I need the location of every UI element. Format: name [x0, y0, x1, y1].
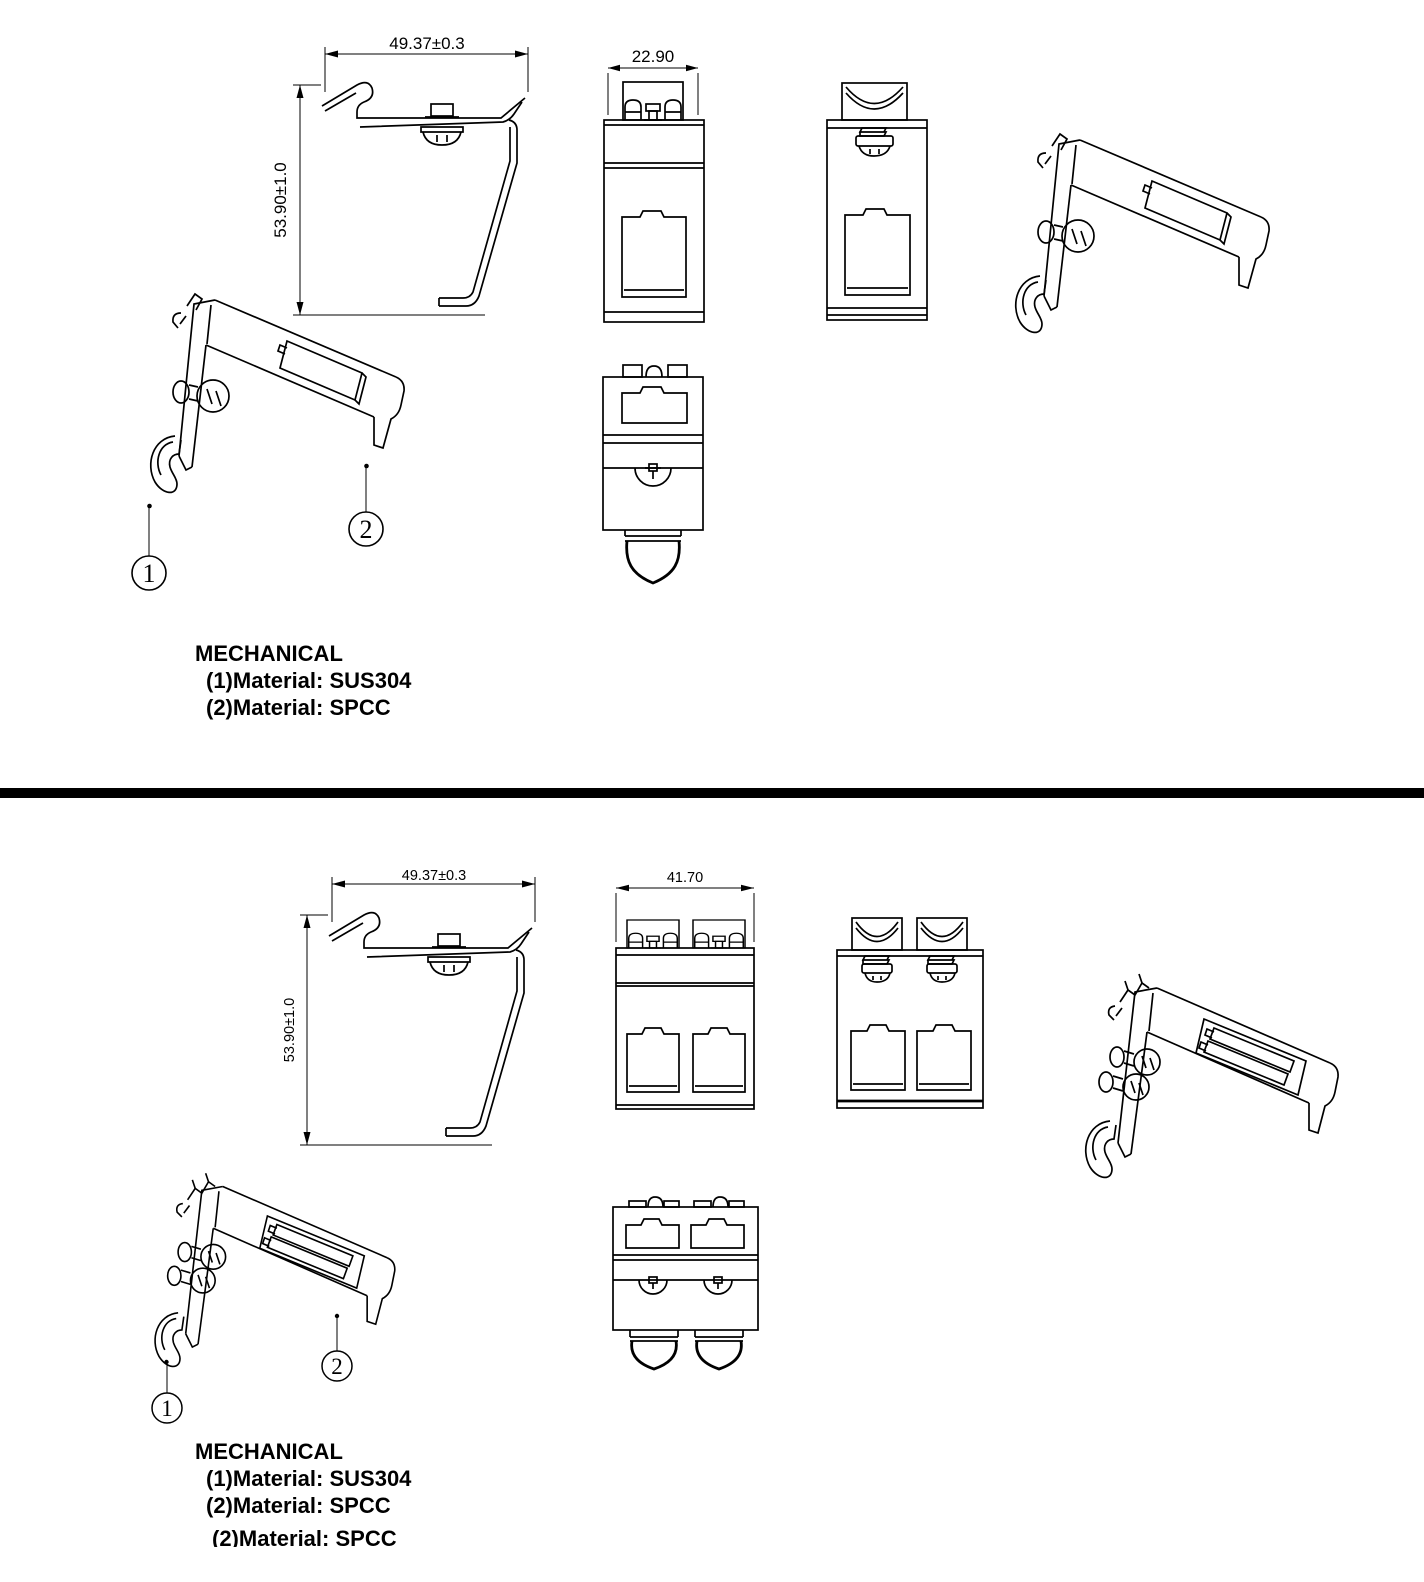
notes-title: MECHANICAL [195, 1439, 343, 1464]
note-material-2: (2)Material: SPCC [206, 695, 391, 720]
note-material-3: (2)Material: SPCC [212, 1526, 397, 1547]
note-material-2: (2)Material: SPCC [206, 1493, 391, 1518]
single-mechanical-notes: MECHANICAL (1)Material: SUS304 (2)Materi… [195, 640, 411, 721]
note-material-1: (1)Material: SUS304 [206, 1466, 412, 1491]
callout-2-bubble [348, 511, 384, 547]
callout-1-bubble [131, 555, 167, 591]
callout-1: 1 [131, 503, 167, 591]
dual-back-view [836, 917, 984, 1109]
callout-2-dot [334, 1313, 340, 1319]
single-width-dimension: 49.37±0.3 [389, 34, 465, 53]
dual-top-view [612, 1196, 759, 1371]
callout-2: 2 [348, 463, 384, 547]
callout-1-dot [147, 503, 152, 509]
notes-title: MECHANICAL [195, 641, 343, 666]
single-side-view: 49.37±0.3 53.90±1.0 [271, 34, 529, 316]
single-back-view [826, 82, 928, 321]
note-material-1: (1)Material: SUS304 [206, 668, 412, 693]
dual-isometric-view [1084, 973, 1339, 1179]
dual-side-view: 49.37±0.3 53.90±1.0 [282, 868, 536, 1146]
dual-front-width-dimension: 41.70 [667, 870, 703, 886]
callout-1-number: 1 [161, 1396, 173, 1421]
callout-2-bubble [321, 1350, 353, 1382]
callout-2: 2 [321, 1313, 353, 1382]
dual-width-dimension: 49.37±0.3 [402, 868, 466, 884]
section-divider [0, 788, 1424, 798]
single-height-dimension: 53.90±1.0 [271, 162, 290, 238]
dual-front-view: 41.70 [615, 870, 755, 1110]
callout-1: 1 [151, 1359, 183, 1424]
single-isometric-view [1014, 133, 1270, 334]
callout-1-dot [164, 1359, 169, 1365]
single-annotated-view: 1 2 [131, 293, 405, 591]
single-front-width-dimension: 22.90 [632, 47, 675, 66]
callout-2-dot [364, 463, 369, 469]
dual-height-dimension: 53.90±1.0 [282, 998, 298, 1062]
callout-2-number: 2 [331, 1354, 343, 1379]
callout-1-number: 1 [143, 559, 156, 588]
dual-annotated-view: 1 2 [151, 1172, 396, 1424]
dual-mechanical-notes: MECHANICAL (1)Material: SUS304 (2)Materi… [195, 1438, 411, 1547]
callout-2-number: 2 [360, 515, 373, 544]
callout-1-bubble [151, 1392, 183, 1424]
single-front-view: 22.90 [603, 47, 705, 323]
single-top-view [602, 364, 704, 585]
